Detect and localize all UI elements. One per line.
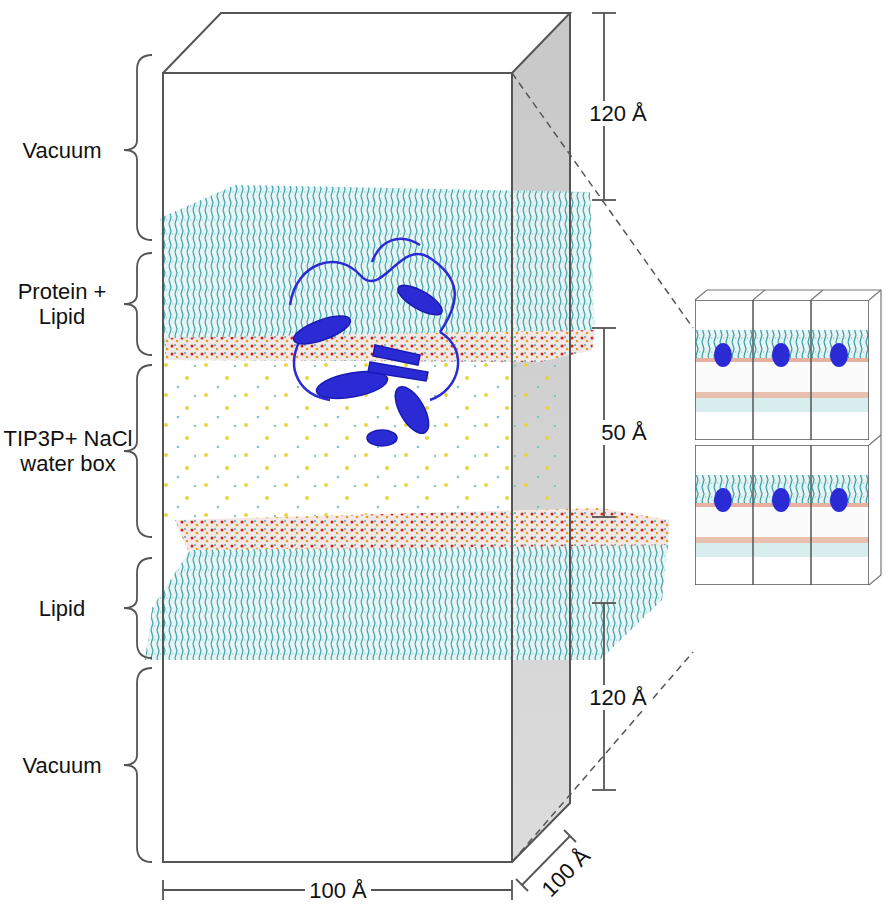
region-label: Lipid [7, 596, 117, 621]
curly-bracket [124, 55, 152, 862]
region-label: Protein + Lipid [7, 279, 117, 329]
region-label: Vacuum [7, 753, 117, 778]
region-label: Vacuum [7, 138, 117, 163]
dimension-label: 50 Å [597, 420, 650, 445]
periodic-images [695, 290, 881, 585]
dimension-label: 120 Å [585, 685, 651, 710]
dimension-label: 100 Å [305, 878, 371, 903]
zoom-line [512, 73, 693, 862]
upper-lipid-layer [160, 185, 595, 362]
box-frame [163, 13, 570, 862]
dimension-label: 100 Å [534, 840, 598, 904]
protein-cartoon [290, 239, 458, 446]
dimension-bar [163, 13, 616, 900]
water-region [163, 355, 563, 520]
region-label: TIP3P+ NaCl water box [3, 426, 133, 476]
dimension-label: 120 Å [585, 101, 651, 126]
lower-lipid-layer [145, 508, 670, 660]
